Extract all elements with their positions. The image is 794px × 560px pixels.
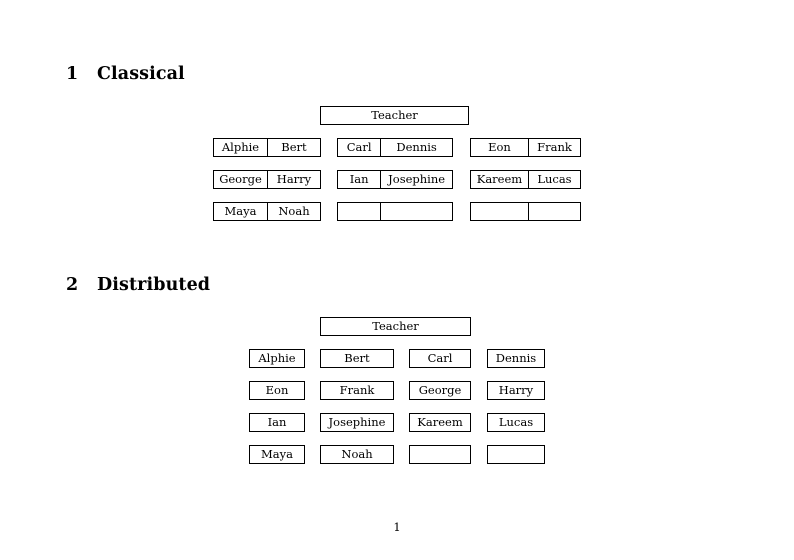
classical-cell-empty: [527, 203, 580, 220]
classical-cell: Maya: [224, 203, 257, 218]
distributed-box: Noah: [320, 445, 394, 464]
distributed-box: George: [409, 381, 471, 400]
classical-cell: Lucas: [527, 171, 580, 188]
classical-teacher-box: Teacher: [320, 106, 469, 125]
distributed-box: Eon: [249, 381, 305, 400]
classical-cell: Frank: [527, 139, 580, 156]
classical-group-row: George Harry: [213, 170, 321, 189]
distributed-box: Bert: [320, 349, 394, 368]
distributed-box: Harry: [487, 381, 545, 400]
distributed-box-empty: [487, 445, 545, 464]
classical-group-row: Ian Josephine: [337, 170, 453, 189]
classical-group-row: Eon Frank: [470, 138, 581, 157]
classical-cell: Eon: [488, 139, 511, 154]
classical-cell: Kareem: [476, 171, 523, 186]
classical-cell: Bert: [266, 139, 320, 156]
classical-cell-empty: [471, 203, 528, 220]
distributed-box: Lucas: [487, 413, 545, 432]
classical-group-row-empty: [337, 202, 453, 221]
classical-cell-empty: [338, 203, 380, 220]
classical-cell: George: [219, 171, 262, 186]
distributed-box: Josephine: [320, 413, 394, 432]
classical-group-row-empty: [470, 202, 581, 221]
section-title: Classical: [97, 64, 185, 84]
section-number: 2: [66, 275, 79, 295]
distributed-box: Kareem: [409, 413, 471, 432]
classical-cell: Dennis: [380, 139, 452, 156]
distributed-box-empty: [409, 445, 471, 464]
distributed-teacher-box: Teacher: [320, 317, 471, 336]
classical-group-row: Alphie Bert: [213, 138, 321, 157]
classical-group-row: Kareem Lucas: [470, 170, 581, 189]
classical-group-row: Maya Noah: [213, 202, 321, 221]
classical-group-row: Carl Dennis: [337, 138, 453, 157]
classical-cell: Alphie: [221, 139, 260, 154]
classical-cell: Carl: [346, 139, 372, 154]
distributed-box: Dennis: [487, 349, 545, 368]
classical-cell-empty: [380, 203, 452, 220]
section-number: 1: [66, 64, 79, 84]
distributed-box: Carl: [409, 349, 471, 368]
section-heading-classical: 1 Classical: [66, 64, 185, 84]
distributed-box: Alphie: [249, 349, 305, 368]
page-number: 1: [393, 520, 401, 534]
distributed-box: Maya: [249, 445, 305, 464]
distributed-box: Frank: [320, 381, 394, 400]
section-title: Distributed: [97, 275, 211, 295]
section-heading-distributed: 2 Distributed: [66, 275, 210, 295]
classical-cell: Noah: [266, 203, 320, 220]
classical-cell: Harry: [266, 171, 320, 188]
classical-cell: Ian: [349, 171, 369, 186]
distributed-box: Ian: [249, 413, 305, 432]
classical-cell: Josephine: [380, 171, 452, 188]
